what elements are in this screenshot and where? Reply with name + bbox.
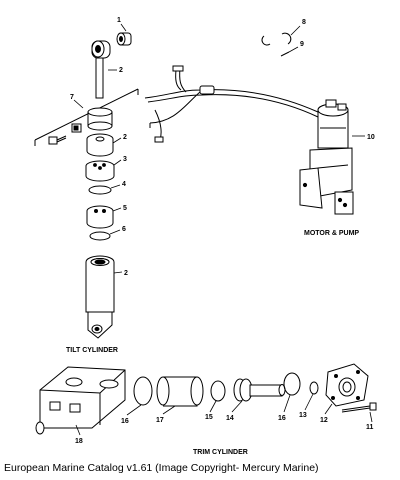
trim-cylinder-assembly: [35, 363, 377, 436]
motor-pump-assembly: [144, 25, 365, 215]
part-7-clamp-bracket: [34, 88, 139, 146]
callout-16-right: 16: [278, 415, 286, 422]
captions: MOTOR & PUMP TILT CYLINDER TRIM CYLINDER: [66, 230, 359, 456]
callout-4: 4: [122, 181, 126, 188]
callout-11: 11: [366, 424, 374, 431]
callout-12: 12: [320, 417, 328, 424]
bolt-screw: [48, 135, 67, 145]
part-3-piston: [85, 159, 122, 182]
part-5-piston-body: [86, 205, 122, 229]
part-1-bushing: [116, 23, 132, 46]
part-18-trim-housing: [35, 366, 126, 436]
part-12-end-cap: [324, 363, 369, 415]
callout-5: 5: [123, 205, 127, 212]
part-16-ring-left: [126, 376, 153, 416]
wiring-harness: [144, 65, 319, 143]
part-13-small-ring: [304, 381, 319, 411]
callout-2-cap: 2: [123, 134, 127, 141]
callout-8: 8: [302, 19, 306, 26]
part-2-cap: [86, 133, 122, 157]
callout-10: 10: [367, 134, 375, 141]
caption-trim-cylinder: TRIM CYLINDER: [193, 449, 248, 456]
callout-7: 7: [70, 94, 74, 101]
copyright-footer: European Marine Catalog v1.61 (Image Cop…: [4, 462, 319, 474]
part-6-o-ring: [89, 229, 121, 241]
part-16-ring-right: [283, 372, 301, 413]
part-4-o-ring: [88, 184, 121, 195]
caption-motor-pump: MOTOR & PUMP: [304, 230, 359, 237]
callout-2-rod-end: 2: [119, 67, 123, 74]
part-2-tilt-cylinder-barrel: [85, 255, 123, 339]
part-15-ring: [209, 380, 226, 413]
callout-18: 18: [75, 438, 83, 445]
caption-tilt-cylinder: TILT CYLINDER: [66, 347, 118, 354]
part-8-clips: [261, 25, 301, 46]
callout-15: 15: [205, 414, 213, 421]
callout-3: 3: [123, 156, 127, 163]
part-2-rod-end: [91, 40, 117, 99]
part-9-pin: [280, 46, 299, 57]
callout-6: 6: [122, 226, 126, 233]
callout-9: 9: [300, 41, 304, 48]
callout-2-barrel: 2: [124, 270, 128, 277]
part-17-cylinder: [156, 376, 204, 415]
callout-13: 13: [299, 412, 307, 419]
part-11-bolt: [341, 402, 377, 423]
part-10-motor-pump: [299, 99, 365, 215]
tilt-cylinder-assembly: [34, 23, 139, 339]
callout-17: 17: [156, 417, 164, 424]
callout-1: 1: [117, 17, 121, 24]
part-14-piston-rod: [231, 378, 286, 413]
callout-14: 14: [226, 415, 234, 422]
callout-16-left: 16: [121, 418, 129, 425]
callout-numbers: 1 2 7 2 3 4 5 6 2 8 9 10 11 12 13 14 15 …: [70, 17, 375, 445]
